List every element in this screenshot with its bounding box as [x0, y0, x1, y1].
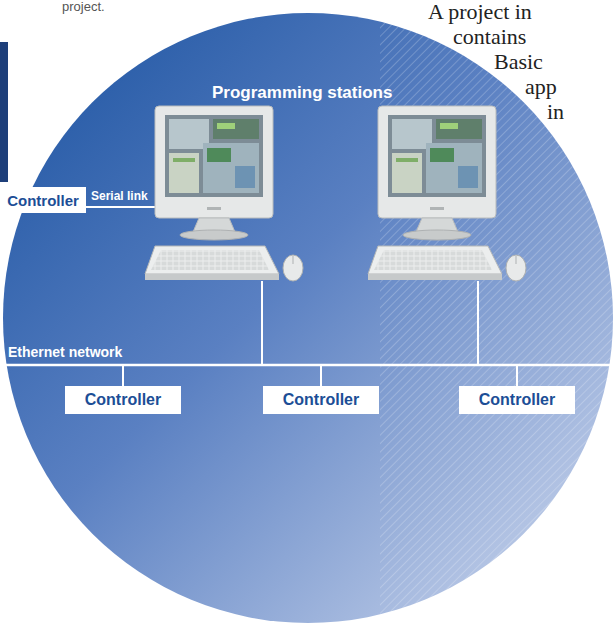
body-text: Basic — [494, 50, 543, 73]
computer-icon — [145, 106, 303, 281]
network-drop — [261, 281, 263, 365]
controller-name: Controller — [7, 192, 79, 209]
group-label: Programming stations — [212, 84, 392, 102]
network-drop — [320, 365, 322, 386]
body-text: contains — [453, 25, 526, 48]
side-bar — [0, 42, 8, 182]
computer-icon — [368, 106, 526, 281]
ethernet-line — [0, 364, 616, 367]
network-drop — [122, 365, 124, 386]
link-label: Serial link — [91, 190, 148, 203]
network-drop — [516, 365, 518, 386]
hatching — [380, 0, 616, 623]
controller-name: Controller — [85, 391, 161, 409]
network-drop — [477, 281, 479, 365]
controller-box: Controller — [65, 386, 181, 414]
body-text: A project in — [428, 0, 532, 23]
controller-name: Controller — [283, 391, 359, 409]
controller-box: Controller — [0, 187, 86, 213]
body-text: app — [525, 75, 557, 98]
network-label: Ethernet network — [8, 345, 122, 360]
body-text: in — [547, 100, 564, 123]
controller-box: Controller — [459, 386, 575, 414]
controller-name: Controller — [479, 391, 555, 409]
page-fragment: project. — [62, 0, 105, 14]
controller-box: Controller — [263, 386, 379, 414]
